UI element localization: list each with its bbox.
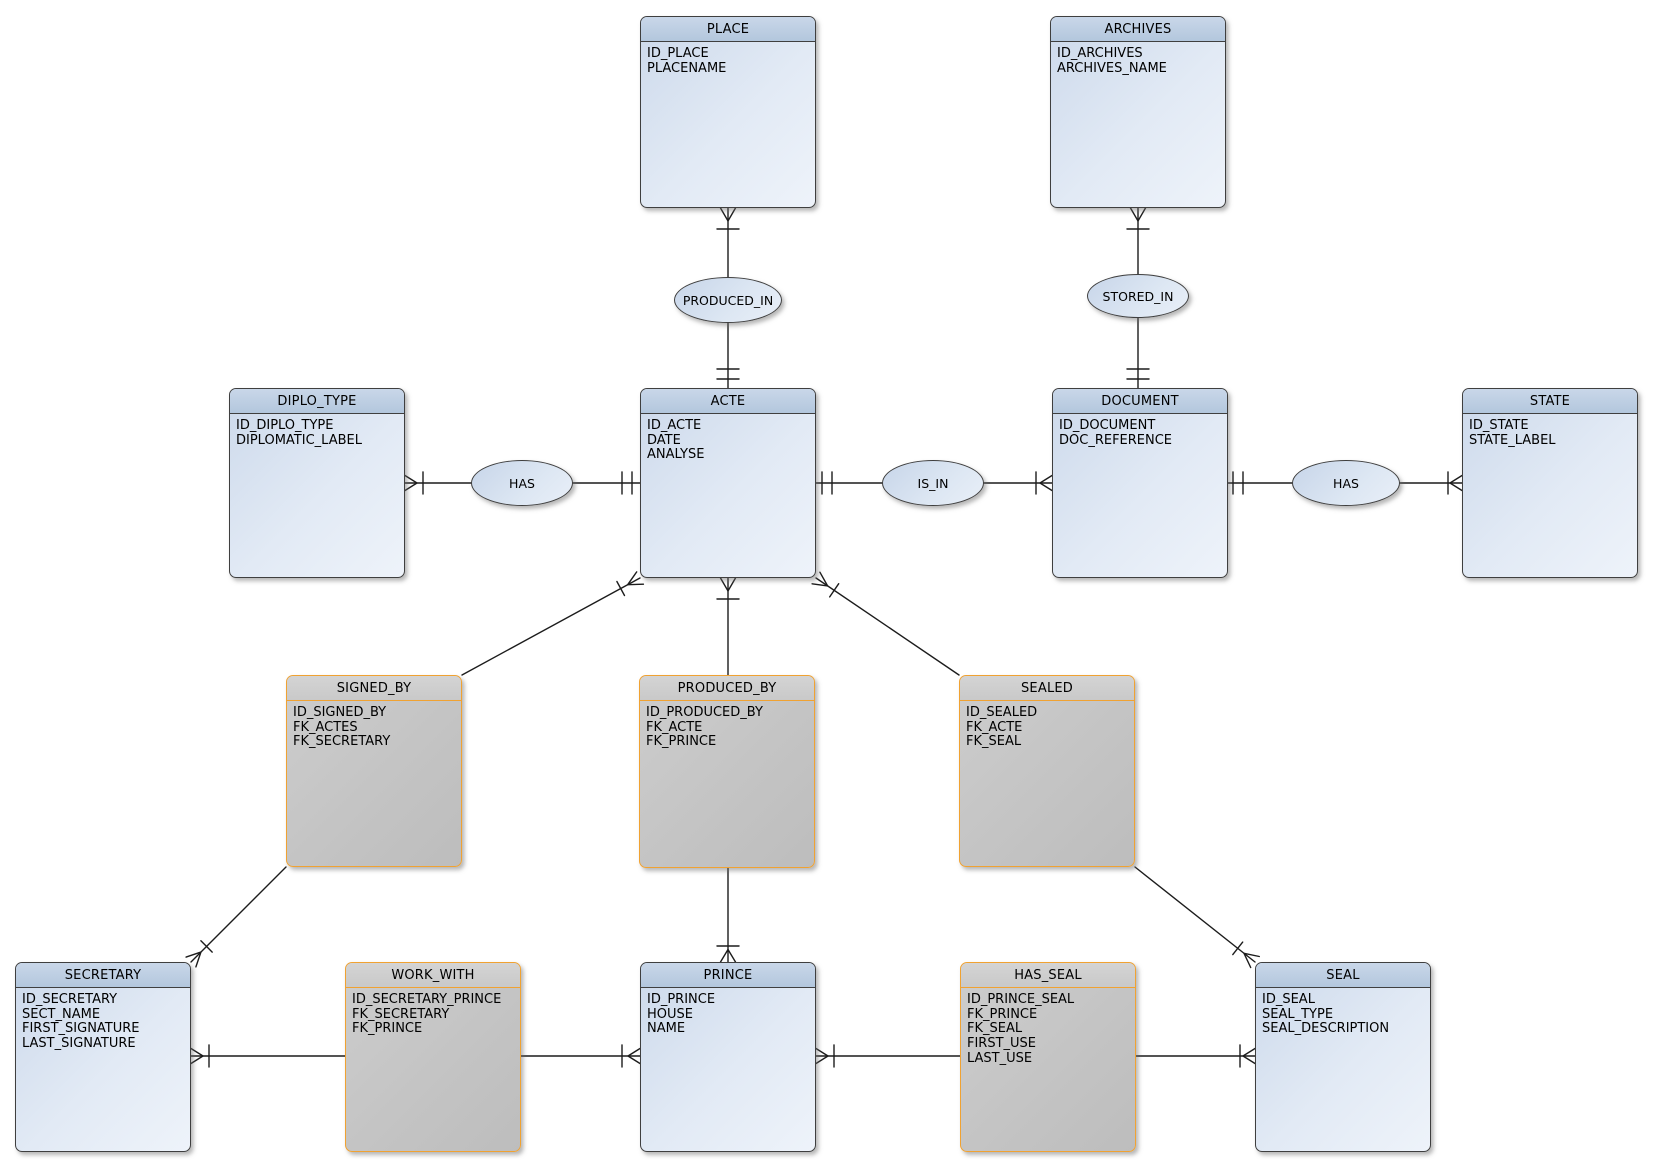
entity-prince[interactable]: PRINCE ID_PRINCE HOUSE NAME xyxy=(640,962,816,1152)
relationship-label: PRODUCED_IN xyxy=(682,292,774,308)
relationship-label: HAS xyxy=(1333,475,1359,491)
attribute: FK_SEAL xyxy=(966,734,1022,750)
entity-place[interactable]: PLACE ID_PLACE PLACENAME xyxy=(640,16,816,208)
attribute: FK_ACTE xyxy=(646,719,703,735)
connector-producedby-prince xyxy=(716,867,740,963)
connector-place-acte xyxy=(716,207,740,389)
attribute: ID_SECRETARY_PRINCE xyxy=(352,992,502,1007)
entity-title: DOCUMENT xyxy=(1053,389,1227,414)
association-work-with[interactable]: WORK_WITH ID_SECRETARY_PRINCE FK_SECRETA… xyxy=(345,962,521,1152)
relationship-label: IS_IN xyxy=(917,475,949,491)
attribute: STATE_LABEL xyxy=(1469,432,1556,448)
attribute: SEAL_TYPE xyxy=(1262,1006,1334,1022)
attribute: ID_ARCHIVES xyxy=(1057,46,1143,61)
attribute: ANALYSE xyxy=(647,447,705,463)
relationship-label: HAS xyxy=(509,475,535,491)
attribute: ID_DOCUMENT xyxy=(1059,418,1156,433)
association-signed-by[interactable]: SIGNED_BY ID_SIGNED_BY FK_ACTES FK_SECRE… xyxy=(286,675,462,867)
connector-prince-seal xyxy=(815,1044,1256,1068)
attribute: HOUSE xyxy=(647,1006,693,1022)
attribute: FK_PRINCE xyxy=(352,1021,423,1037)
entity-title: SIGNED_BY xyxy=(287,676,461,701)
entity-title: PRINCE xyxy=(641,963,815,988)
entity-title: DIPLO_TYPE xyxy=(230,389,404,414)
attribute: FK_SECRETARY xyxy=(293,734,391,750)
attribute: ID_PRINCE_SEAL xyxy=(967,992,1075,1007)
connector-secretary-prince xyxy=(190,1044,641,1068)
attribute: FK_ACTES xyxy=(293,719,358,735)
attribute: SEAL_DESCRIPTION xyxy=(1262,1021,1390,1037)
relationship-label: STORED_IN xyxy=(1102,288,1174,304)
relationship-has-state[interactable]: HAS xyxy=(1292,460,1400,506)
entity-title: ACTE xyxy=(641,389,815,414)
attribute: FK_SECRETARY xyxy=(352,1006,450,1022)
attribute: ID_ACTE xyxy=(647,418,702,433)
entity-title: PLACE xyxy=(641,17,815,42)
attribute: ID_SEALED xyxy=(966,705,1038,720)
attribute: PLACENAME xyxy=(647,60,727,76)
attribute: LAST_USE xyxy=(967,1050,1033,1066)
association-sealed[interactable]: SEALED ID_SEALED FK_ACTE FK_SEAL xyxy=(959,675,1135,867)
attribute: ID_STATE xyxy=(1469,418,1529,433)
entity-title: PRODUCED_BY xyxy=(640,676,814,701)
entity-title: SEAL xyxy=(1256,963,1430,988)
attribute: ID_PRODUCED_BY xyxy=(646,705,763,720)
attribute: DOC_REFERENCE xyxy=(1059,432,1173,448)
entity-diplo-type[interactable]: DIPLO_TYPE ID_DIPLO_TYPE DIPLOMATIC_LABE… xyxy=(229,388,405,578)
attribute: DATE xyxy=(647,432,681,448)
attribute: ID_PLACE xyxy=(647,46,709,61)
entity-title: HAS_SEAL xyxy=(961,963,1135,988)
attribute: SECT_NAME xyxy=(22,1006,101,1022)
entity-title: WORK_WITH xyxy=(346,963,520,988)
attribute: FK_PRINCE xyxy=(967,1006,1038,1022)
entity-acte[interactable]: ACTE ID_ACTE DATE ANALYSE xyxy=(640,388,816,578)
relationship-has-diplo-type[interactable]: HAS xyxy=(471,460,573,506)
attribute: ID_SIGNED_BY xyxy=(293,705,387,720)
attribute: FK_ACTE xyxy=(966,719,1023,735)
connector-archives-document xyxy=(1126,207,1150,389)
attribute: FIRST_USE xyxy=(967,1036,1037,1052)
entity-state[interactable]: STATE ID_STATE STATE_LABEL xyxy=(1462,388,1638,578)
connector-diplotype-acte xyxy=(404,471,641,495)
attribute: FK_SEAL xyxy=(967,1021,1023,1037)
entity-title: ARCHIVES xyxy=(1051,17,1225,42)
connector-acte-signedby xyxy=(461,571,645,676)
attribute: DIPLOMATIC_LABEL xyxy=(236,432,362,448)
attribute: ID_PRINCE xyxy=(647,992,716,1007)
attribute: LAST_SIGNATURE xyxy=(22,1036,136,1052)
entity-title: SECRETARY xyxy=(16,963,190,988)
association-produced-by[interactable]: PRODUCED_BY ID_PRODUCED_BY FK_ACTE FK_PR… xyxy=(639,675,815,868)
attribute: ID_DIPLO_TYPE xyxy=(236,418,334,433)
attribute: ARCHIVES_NAME xyxy=(1057,60,1167,76)
relationship-produced-in[interactable]: PRODUCED_IN xyxy=(674,277,782,323)
attribute: FIRST_SIGNATURE xyxy=(22,1021,140,1037)
connector-acte-sealed xyxy=(811,571,960,676)
connector-signedby-secretary xyxy=(185,866,287,968)
entity-seal[interactable]: SEAL ID_SEAL SEAL_TYPE SEAL_DESCRIPTION xyxy=(1255,962,1431,1152)
relationship-is-in[interactable]: IS_IN xyxy=(882,460,984,506)
relationship-stored-in[interactable]: STORED_IN xyxy=(1087,274,1189,318)
attribute: ID_SEAL xyxy=(1262,992,1315,1007)
entity-document[interactable]: DOCUMENT ID_DOCUMENT DOC_REFERENCE xyxy=(1052,388,1228,578)
entity-title: STATE xyxy=(1463,389,1637,414)
entity-secretary[interactable]: SECRETARY ID_SECRETARY SECT_NAME FIRST_S… xyxy=(15,962,191,1152)
attribute: NAME xyxy=(647,1021,686,1037)
attribute: FK_PRINCE xyxy=(646,734,717,750)
entity-title: SEALED xyxy=(960,676,1134,701)
connector-acte-producedby xyxy=(716,577,740,676)
attribute: ID_SECRETARY xyxy=(22,992,118,1007)
entity-archives[interactable]: ARCHIVES ID_ARCHIVES ARCHIVES_NAME xyxy=(1050,16,1226,208)
association-has-seal[interactable]: HAS_SEAL ID_PRINCE_SEAL FK_PRINCE FK_SEA… xyxy=(960,962,1136,1152)
connector-document-state xyxy=(1227,471,1463,495)
connector-sealed-seal xyxy=(1134,866,1260,969)
connector-acte-document xyxy=(815,471,1053,495)
